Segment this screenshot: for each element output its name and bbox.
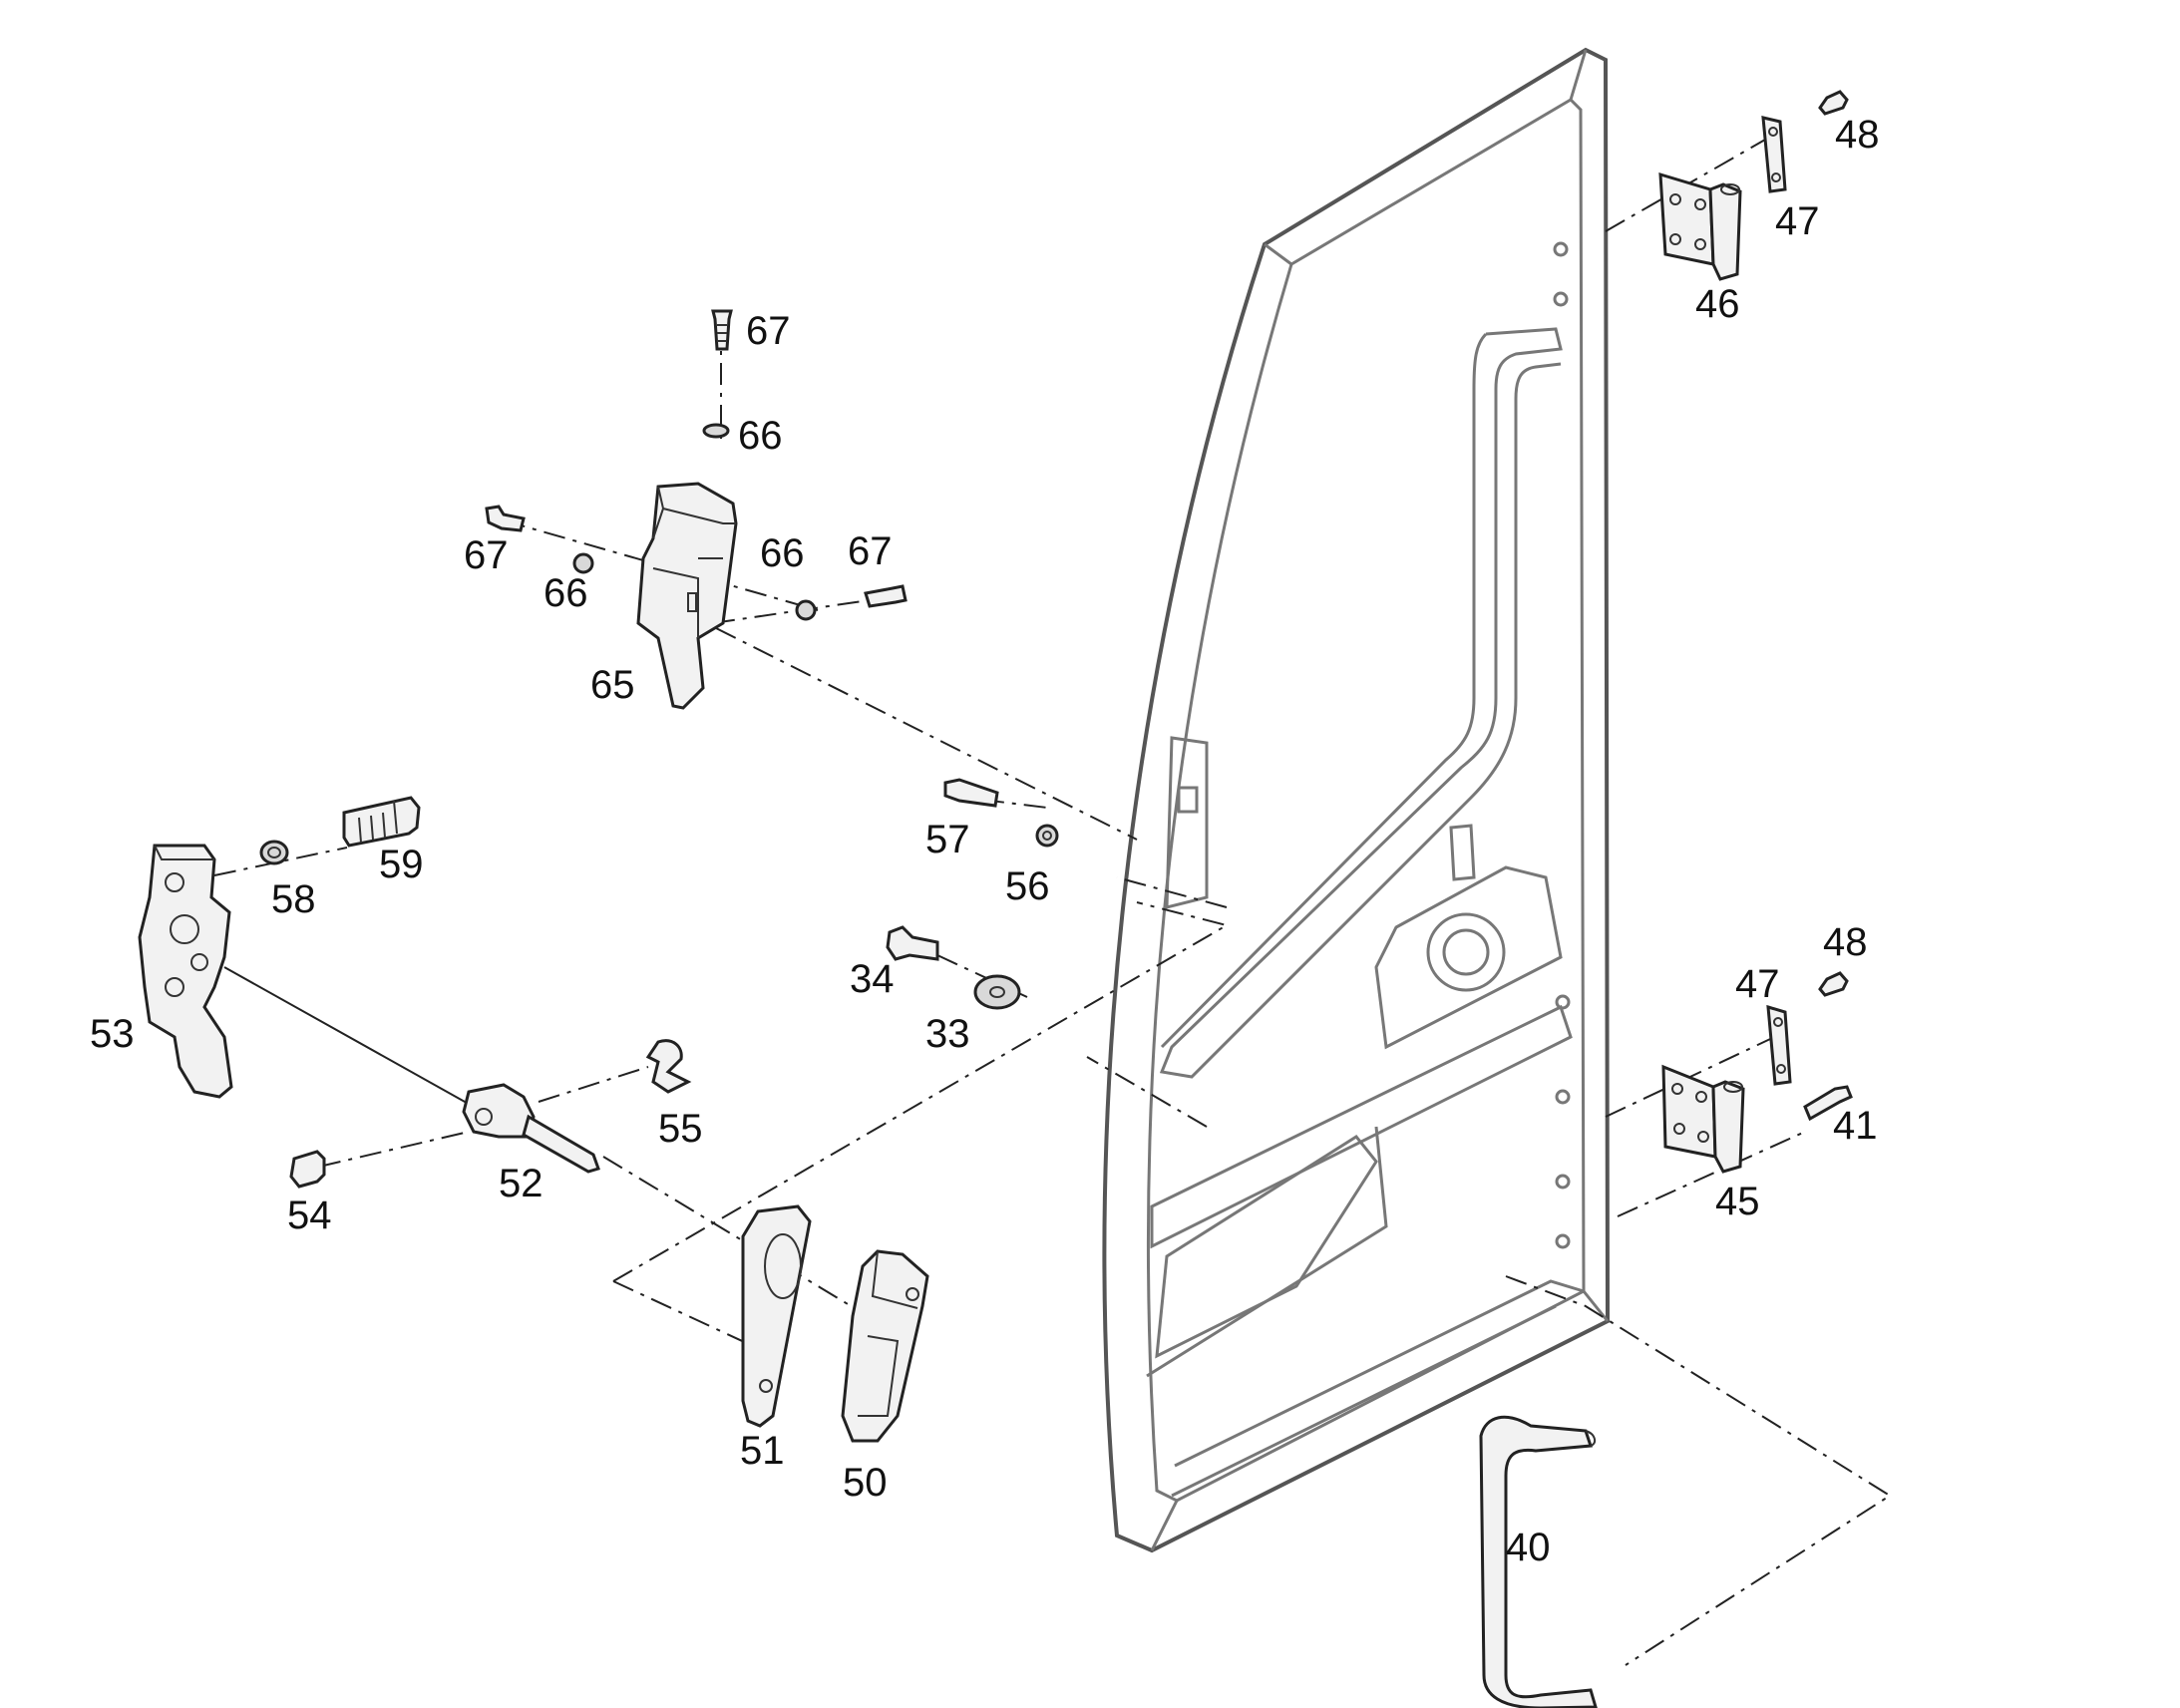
part-56-washer [1035,824,1059,848]
part-52-pin [462,1083,600,1174]
label-67-left: 67 [464,533,509,577]
part-50-outer-handle [841,1249,929,1443]
part-67-top-screw [711,309,733,351]
part-47-bottom-plate [1766,1004,1792,1086]
part-40-grab-handle [1479,1415,1598,1708]
part-59-bolt [342,796,421,848]
part-51-gasket [741,1204,812,1428]
part-47-top-plate [1761,116,1787,193]
label-34: 34 [850,957,895,1001]
part-66-top-washer [702,423,730,439]
part-54-stud [289,1150,326,1189]
part-67-right-screw [864,584,908,608]
part-41-screw [1803,1085,1853,1122]
part-55-clip [645,1039,692,1094]
door-frame [1102,47,1611,1553]
label-46: 46 [1695,282,1740,326]
label-66-left: 66 [544,571,588,615]
label-48-bottom: 48 [1823,920,1868,964]
label-67-top: 67 [746,309,791,353]
label-48-top: 48 [1835,113,1880,157]
label-54: 54 [287,1194,332,1237]
part-67-left-screw [485,505,526,532]
part-labels: 67 66 67 66 66 67 65 59 58 53 57 56 34 3… [90,113,1880,1569]
label-55: 55 [658,1107,703,1151]
label-58: 58 [271,877,316,921]
label-56: 56 [1005,864,1050,908]
part-48-bottom-screw [1818,971,1849,997]
part-45-bottom-hinge [1661,1064,1745,1174]
label-59: 59 [379,843,424,886]
part-48-top-screw [1818,90,1849,116]
label-45: 45 [1715,1180,1760,1223]
label-67-right: 67 [848,529,893,573]
part-66-left-washer [572,552,594,574]
part-33-washer [973,974,1021,1010]
part-57-bolt [943,778,999,808]
label-66-right: 66 [760,531,805,575]
label-47-bottom: 47 [1735,962,1780,1006]
part-46-top-hinge [1658,171,1742,281]
label-47-top: 47 [1775,199,1820,243]
part-65-lock-housing [636,482,738,710]
label-51: 51 [740,1429,785,1473]
label-52: 52 [499,1162,544,1205]
label-50: 50 [843,1461,888,1505]
label-65: 65 [590,663,635,707]
part-34-bolt [886,925,939,961]
label-53: 53 [90,1012,135,1056]
leader-lines [213,139,1892,1666]
label-41: 41 [1833,1104,1878,1148]
part-58-washer [259,840,289,865]
label-57: 57 [925,818,970,861]
part-66-right-washer [795,599,817,621]
label-40: 40 [1506,1526,1551,1569]
part-53-latch [138,844,233,1099]
label-33: 33 [925,1012,970,1056]
label-66-top: 66 [738,414,783,458]
